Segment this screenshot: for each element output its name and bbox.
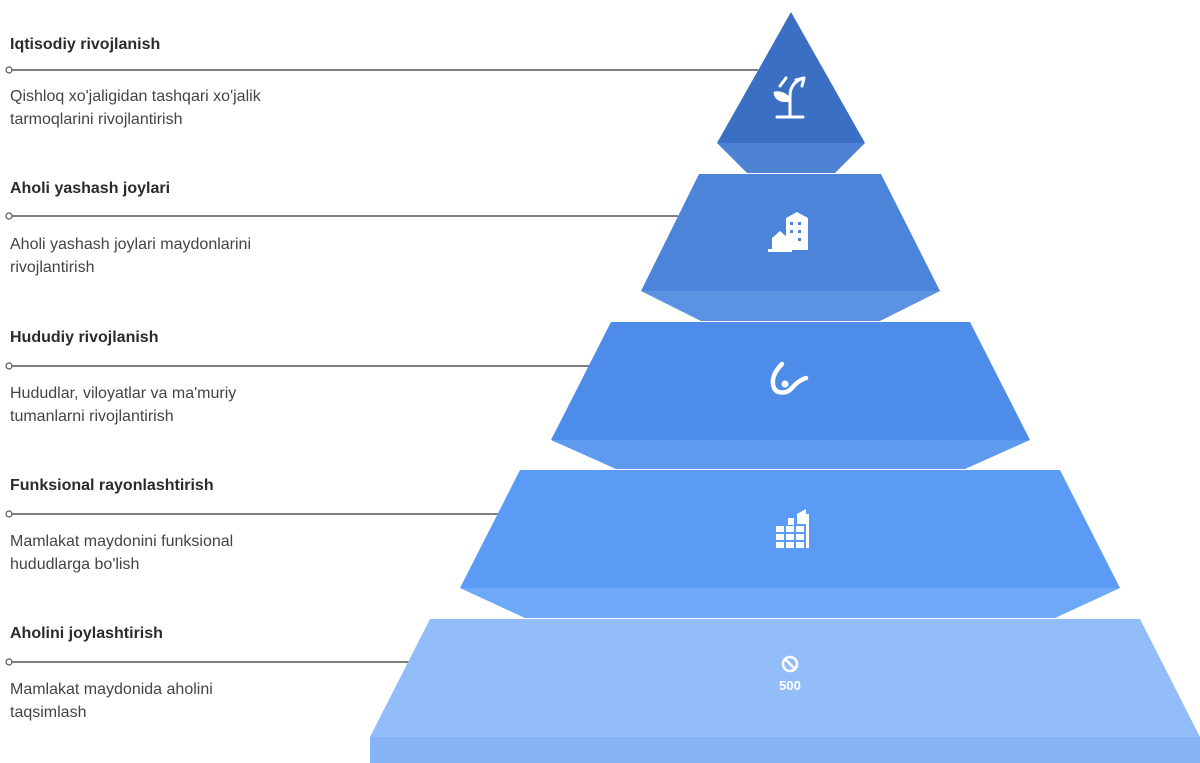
plant-growth-icon (773, 76, 806, 119)
level-3-face (551, 322, 1030, 440)
pyramid-level-5: 500 (370, 619, 1200, 763)
level-4-description: Mamlakat maydonini funksional hududlarga… (10, 530, 233, 576)
pyramid-level-2 (641, 174, 940, 321)
level-1-description-line-2: tarmoqlarini rivojlantirish (10, 111, 183, 128)
level-2-description-line-1: Aholi yashash joylari maydonlarini (10, 236, 252, 253)
zoning-grid-icon (776, 509, 809, 548)
level-4-description-line-2: hududlarga bo'lish (10, 556, 140, 573)
level-5-underside (370, 737, 1200, 763)
level-3-description: Hududlar, viloyatlar va ma'muriy tumanla… (10, 382, 236, 428)
level-2-underside (641, 291, 940, 321)
connector-4 (5, 510, 507, 518)
level-4-underside (460, 588, 1120, 618)
level-5-description-line-1: Mamlakat maydonida aholini (10, 681, 213, 698)
level-5-face (370, 619, 1200, 737)
level-2-description: Aholi yashash joylari maydonlarini rivoj… (10, 233, 251, 279)
level-2-description-line-2: rivojlantirish (10, 259, 95, 276)
population-500-label: 500 (779, 678, 801, 693)
level-3-description-line-1: Hududlar, viloyatlar va ma'muriy (10, 385, 237, 402)
level-5-description: Mamlakat maydonida aholini taqsimlash (10, 678, 213, 724)
level-3-title: Hududiy rivojlanish (10, 329, 159, 346)
level-1-underside (717, 143, 865, 173)
pyramid-level-4 (460, 470, 1120, 618)
connector-3 (5, 362, 597, 370)
connector-5 (5, 658, 416, 666)
region-pin-icon (770, 361, 809, 395)
population-500-icon: 500 (779, 655, 801, 693)
level-3-underside (551, 440, 1030, 469)
level-1-description-line-1: Qishloq xo'jaligidan tashqari xo'jalik (10, 88, 261, 105)
level-5-title: Aholini joylashtirish (10, 625, 163, 642)
connector-2 (5, 212, 678, 220)
pyramid-level-1 (717, 12, 865, 173)
level-5-description-line-2: taqsimlash (10, 704, 87, 721)
level-1-title: Iqtisodiy rivojlanish (10, 36, 161, 53)
level-1-description: Qishloq xo'jaligidan tashqari xo'jalik t… (10, 85, 261, 131)
level-3-description-line-2: tumanlarni rivojlantirish (10, 408, 174, 425)
level-2-title: Aholi yashash joylari (10, 180, 171, 197)
connectors (5, 66, 758, 666)
level-4-title: Funksional rayonlashtirish (10, 477, 214, 494)
connector-1 (5, 66, 758, 74)
level-4-description-line-1: Mamlakat maydonini funksional (10, 533, 234, 550)
pyramid-level-3 (551, 322, 1030, 469)
buildings-icon (768, 212, 808, 252)
level-1-face (717, 12, 865, 143)
